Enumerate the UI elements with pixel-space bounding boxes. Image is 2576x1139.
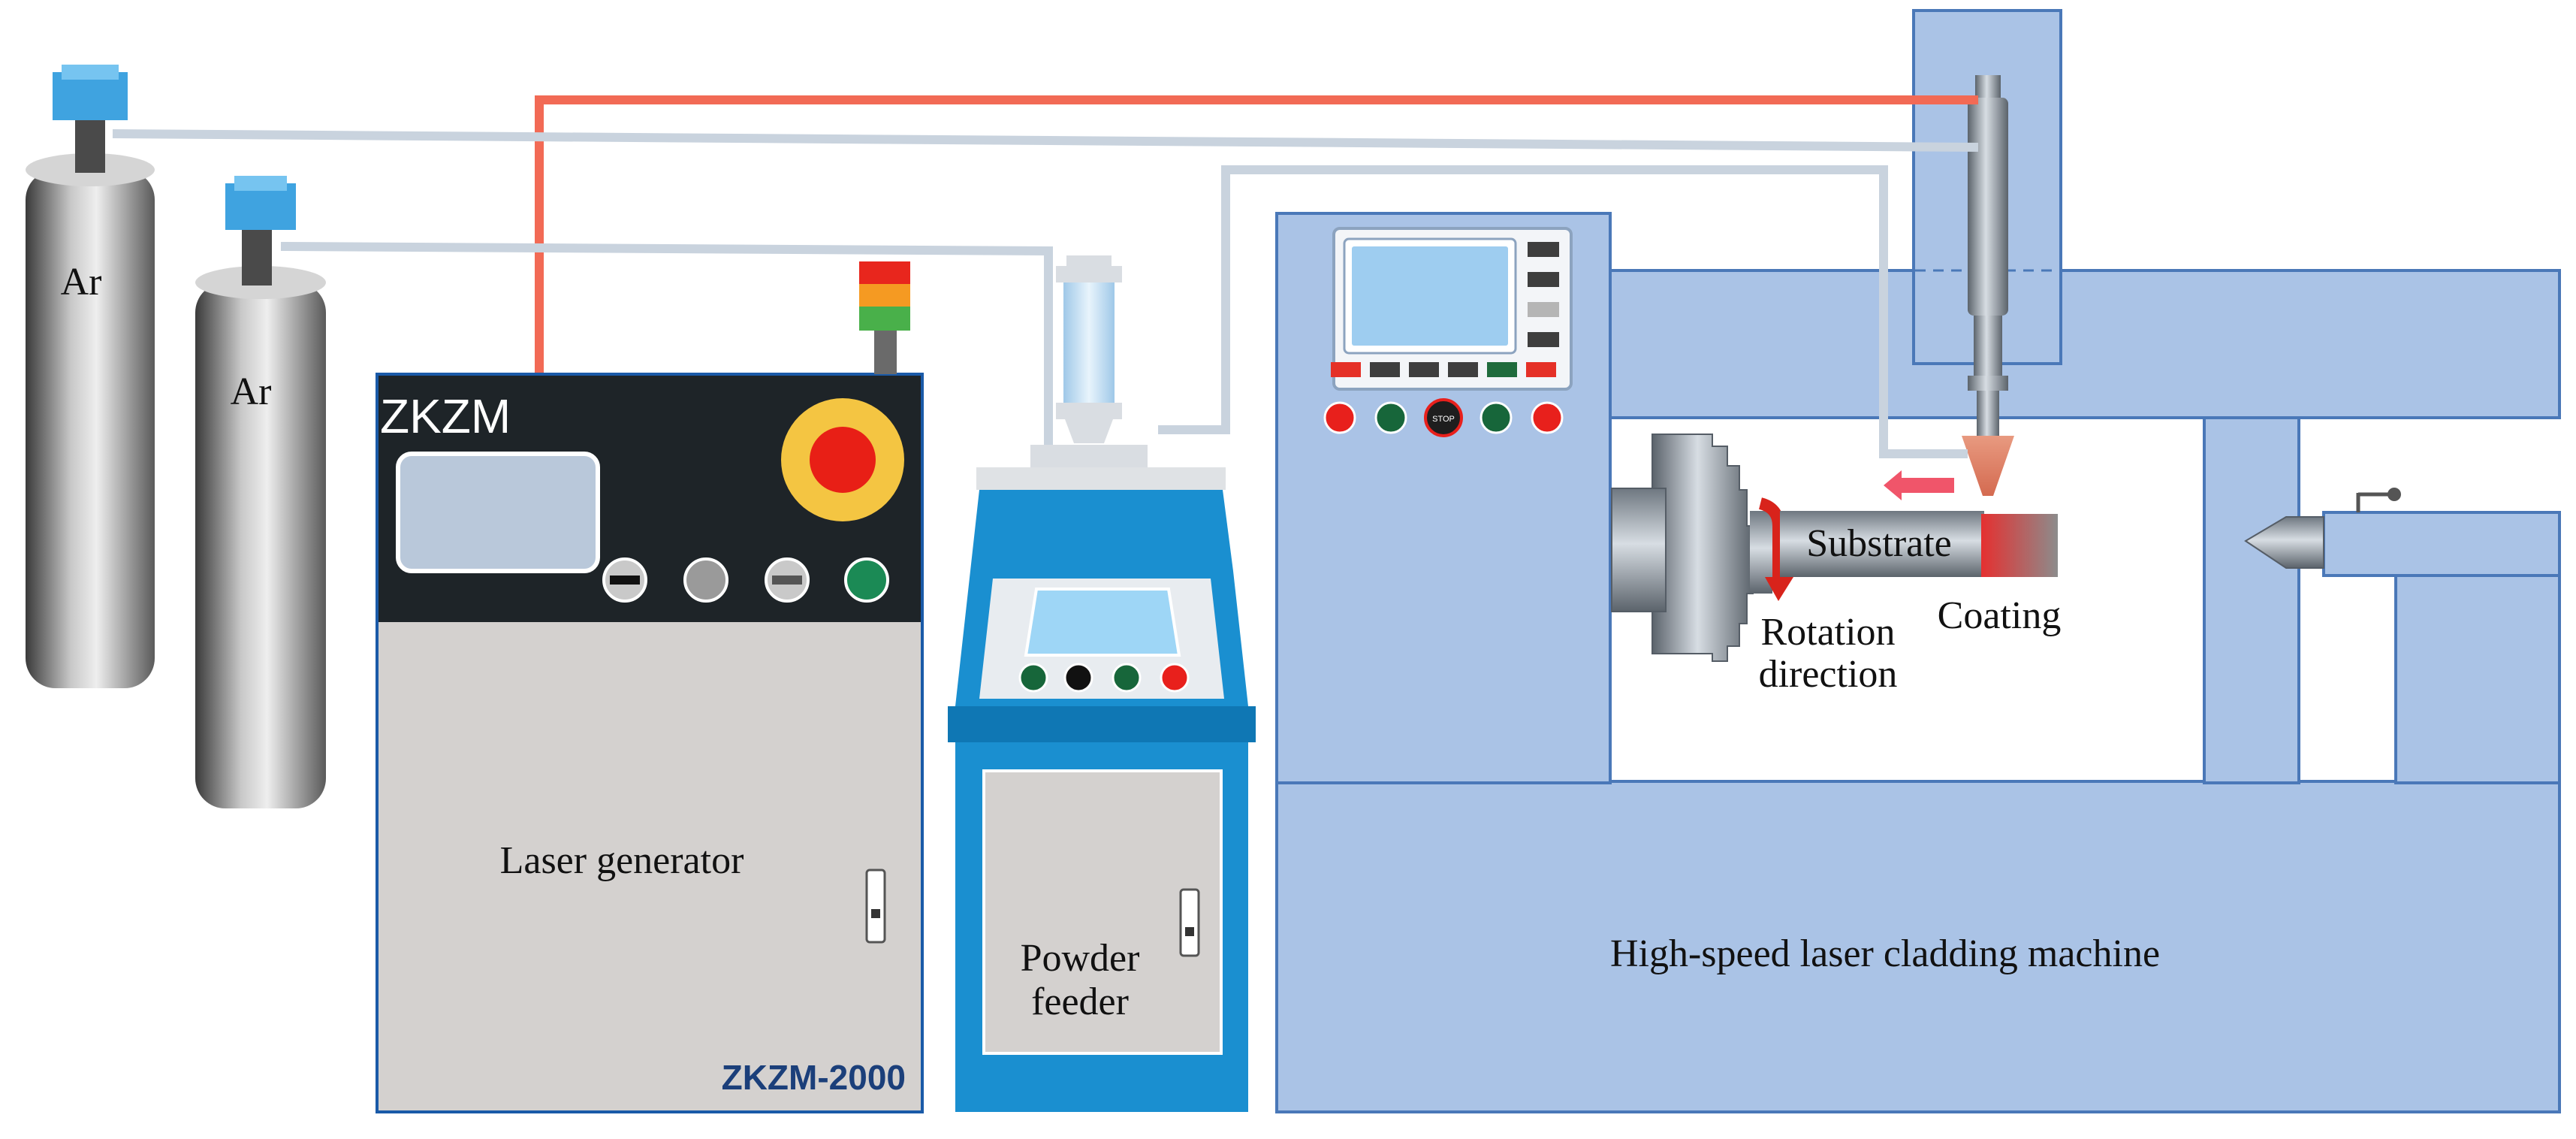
tailstock-support — [2394, 570, 2561, 784]
rotation-arrow — [1765, 577, 1793, 601]
machine-button-red[interactable] — [1323, 401, 1356, 434]
machine-right-column — [2203, 416, 2300, 784]
feeder-button-green[interactable] — [1112, 663, 1142, 693]
feeder-door-handle[interactable] — [1179, 888, 1200, 957]
panel-key[interactable] — [1528, 242, 1559, 257]
substrate-bar — [1780, 511, 1984, 577]
stop-label: STOP — [1432, 415, 1455, 424]
argon-cylinder-1: Ar — [26, 65, 155, 688]
generator-label: Laser generator — [500, 839, 744, 882]
rotation-label-1: Rotation — [1760, 611, 1895, 654]
panel-key[interactable] — [1528, 332, 1559, 347]
feeder-label-2: feeder — [1031, 980, 1129, 1023]
generator-brand: ZKZM — [380, 389, 511, 443]
spindle-assembly: Substrate Coating Rotation direction — [1611, 434, 2561, 696]
panel-key[interactable] — [1370, 362, 1400, 377]
machine-label: High-speed laser cladding machine — [1610, 932, 2160, 975]
argon-cylinder-2: Ar — [195, 176, 326, 808]
machine-button-red[interactable] — [1531, 401, 1564, 434]
signal-light-orange — [859, 284, 910, 307]
panel-key[interactable] — [1448, 362, 1478, 377]
cylinder-label: Ar — [61, 261, 102, 304]
connection-lines — [112, 95, 1979, 466]
powder-line-head — [1158, 165, 1968, 458]
signal-light-green — [859, 307, 910, 331]
panel-key[interactable] — [1528, 302, 1559, 317]
gas-line-1 — [112, 129, 1979, 152]
panel-key-red[interactable] — [1331, 362, 1361, 377]
feeder-screen[interactable] — [1024, 588, 1181, 657]
feeder-label-1: Powder — [1021, 937, 1140, 980]
generator-door-handle[interactable] — [865, 869, 886, 944]
substrate-label: Substrate — [1806, 522, 1952, 565]
chuck — [1651, 434, 1754, 662]
powder-hopper — [1063, 282, 1115, 403]
generator-button-gray[interactable] — [683, 557, 728, 603]
gas-line-2 — [280, 242, 1053, 466]
spindle-hub — [1611, 488, 1667, 612]
panel-key-red[interactable] — [1526, 362, 1556, 377]
powder-feeder: Powder feeder — [948, 255, 1256, 1112]
rotation-ring — [1758, 497, 1784, 579]
cylinder-valve[interactable] — [225, 183, 296, 230]
machine-base — [1275, 780, 2561, 1113]
coating-label: Coating — [1938, 594, 2062, 637]
signal-light-red — [859, 261, 910, 284]
coating-region — [1981, 514, 2058, 577]
panel-key[interactable] — [1528, 272, 1559, 287]
laser-generator: ZKZM Laser generator ZKZM-2000 — [376, 261, 924, 1113]
machine-top-beam — [1606, 269, 2561, 419]
feeder-button-black[interactable] — [1063, 663, 1093, 693]
generator-model: ZKZM-2000 — [722, 1058, 906, 1097]
feeder-button-red[interactable] — [1160, 663, 1190, 693]
machine-stop-button[interactable] — [1424, 398, 1463, 437]
laser-fiber-line — [535, 95, 1978, 374]
panel-key[interactable] — [1409, 362, 1439, 377]
cylinder-label: Ar — [231, 370, 272, 413]
tailstock-handle[interactable] — [2387, 488, 2401, 501]
feed-direction-arrow — [1884, 470, 1954, 500]
feeder-button-green[interactable] — [1018, 663, 1048, 693]
panel-key-green[interactable] — [1487, 362, 1517, 377]
cladding-machine: STOP High-speed laser cladding machine — [1275, 9, 2561, 1113]
tailstock-center — [2244, 516, 2324, 569]
cylinder-valve[interactable] — [53, 72, 128, 120]
generator-button-green[interactable] — [844, 557, 889, 603]
machine-button-green[interactable] — [1480, 401, 1513, 434]
cladding-nozzle — [1962, 436, 2014, 496]
machine-button-green[interactable] — [1374, 401, 1407, 434]
tailstock-body — [2322, 511, 2561, 577]
laser-head — [1962, 75, 2014, 496]
generator-screen[interactable] — [396, 452, 600, 573]
rotation-label-2: direction — [1759, 653, 1898, 696]
